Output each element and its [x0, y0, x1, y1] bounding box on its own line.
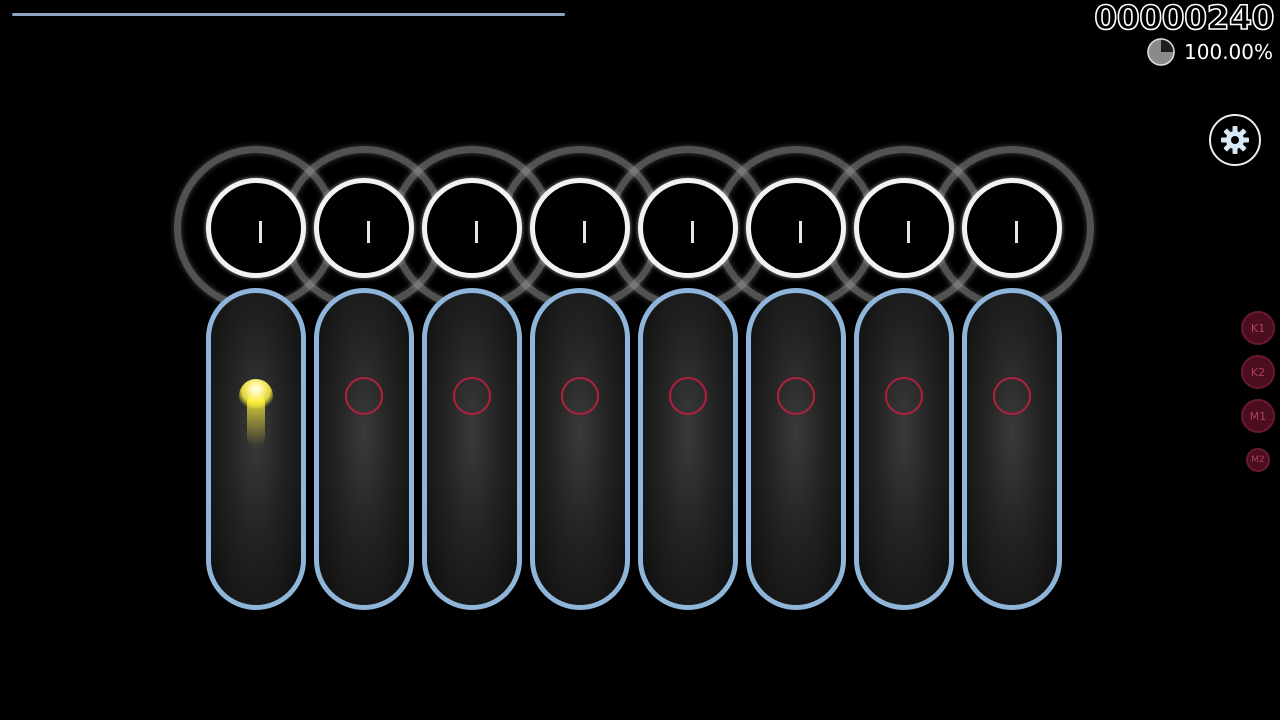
song-progress-fill	[12, 13, 565, 16]
pie-chart-icon	[1147, 38, 1175, 66]
key-indicator-m2: M2	[1246, 448, 1270, 472]
target-ring	[993, 377, 1031, 415]
target-ring	[561, 377, 599, 415]
lane-column[interactable]	[314, 288, 414, 610]
hit-circle[interactable]	[530, 178, 630, 278]
settings-button[interactable]	[1209, 114, 1261, 166]
key-indicator-label: K2	[1250, 365, 1266, 379]
hit-circle[interactable]	[638, 178, 738, 278]
hit-circle[interactable]	[314, 178, 414, 278]
key-indicator-label: M2	[1251, 455, 1265, 465]
lane-column[interactable]	[530, 288, 630, 610]
key-indicator-k1: K1	[1241, 311, 1275, 345]
lane-column[interactable]	[206, 288, 306, 610]
lane-column[interactable]	[638, 288, 738, 610]
target-ring	[453, 377, 491, 415]
hit-circle-marker	[907, 221, 910, 243]
lane-column[interactable]	[422, 288, 522, 610]
lane-column[interactable]	[746, 288, 846, 610]
target-ring	[885, 377, 923, 415]
hit-circle-marker	[583, 221, 586, 243]
accuracy-percent: 100.00%	[1184, 40, 1273, 64]
score-counter: 00000240	[1093, 0, 1275, 38]
hit-circle-marker	[691, 221, 694, 243]
hit-circle[interactable]	[854, 178, 954, 278]
hit-circle-marker	[367, 221, 370, 243]
gear-icon	[1221, 126, 1249, 154]
hit-circle[interactable]	[746, 178, 846, 278]
hit-circle[interactable]	[206, 178, 306, 278]
hit-circle-marker	[1015, 221, 1018, 243]
hit-circle[interactable]	[962, 178, 1062, 278]
hit-circle-marker	[259, 221, 262, 243]
target-ring	[345, 377, 383, 415]
accuracy-display: 100.00%	[1146, 36, 1273, 68]
key-indicator-k2: K2	[1241, 355, 1275, 389]
hit-circle[interactable]	[422, 178, 522, 278]
hit-circle-marker	[475, 221, 478, 243]
song-progress-bar	[12, 13, 1268, 16]
key-indicator-m1: M1	[1241, 399, 1275, 433]
key-indicator-label: K1	[1250, 321, 1266, 335]
target-ring	[777, 377, 815, 415]
lane-column[interactable]	[962, 288, 1062, 610]
lane-column[interactable]	[854, 288, 954, 610]
target-ring	[669, 377, 707, 415]
key-indicator-label: M1	[1249, 409, 1267, 423]
cursor-glow-icon	[239, 379, 273, 446]
hit-circle-marker	[799, 221, 802, 243]
